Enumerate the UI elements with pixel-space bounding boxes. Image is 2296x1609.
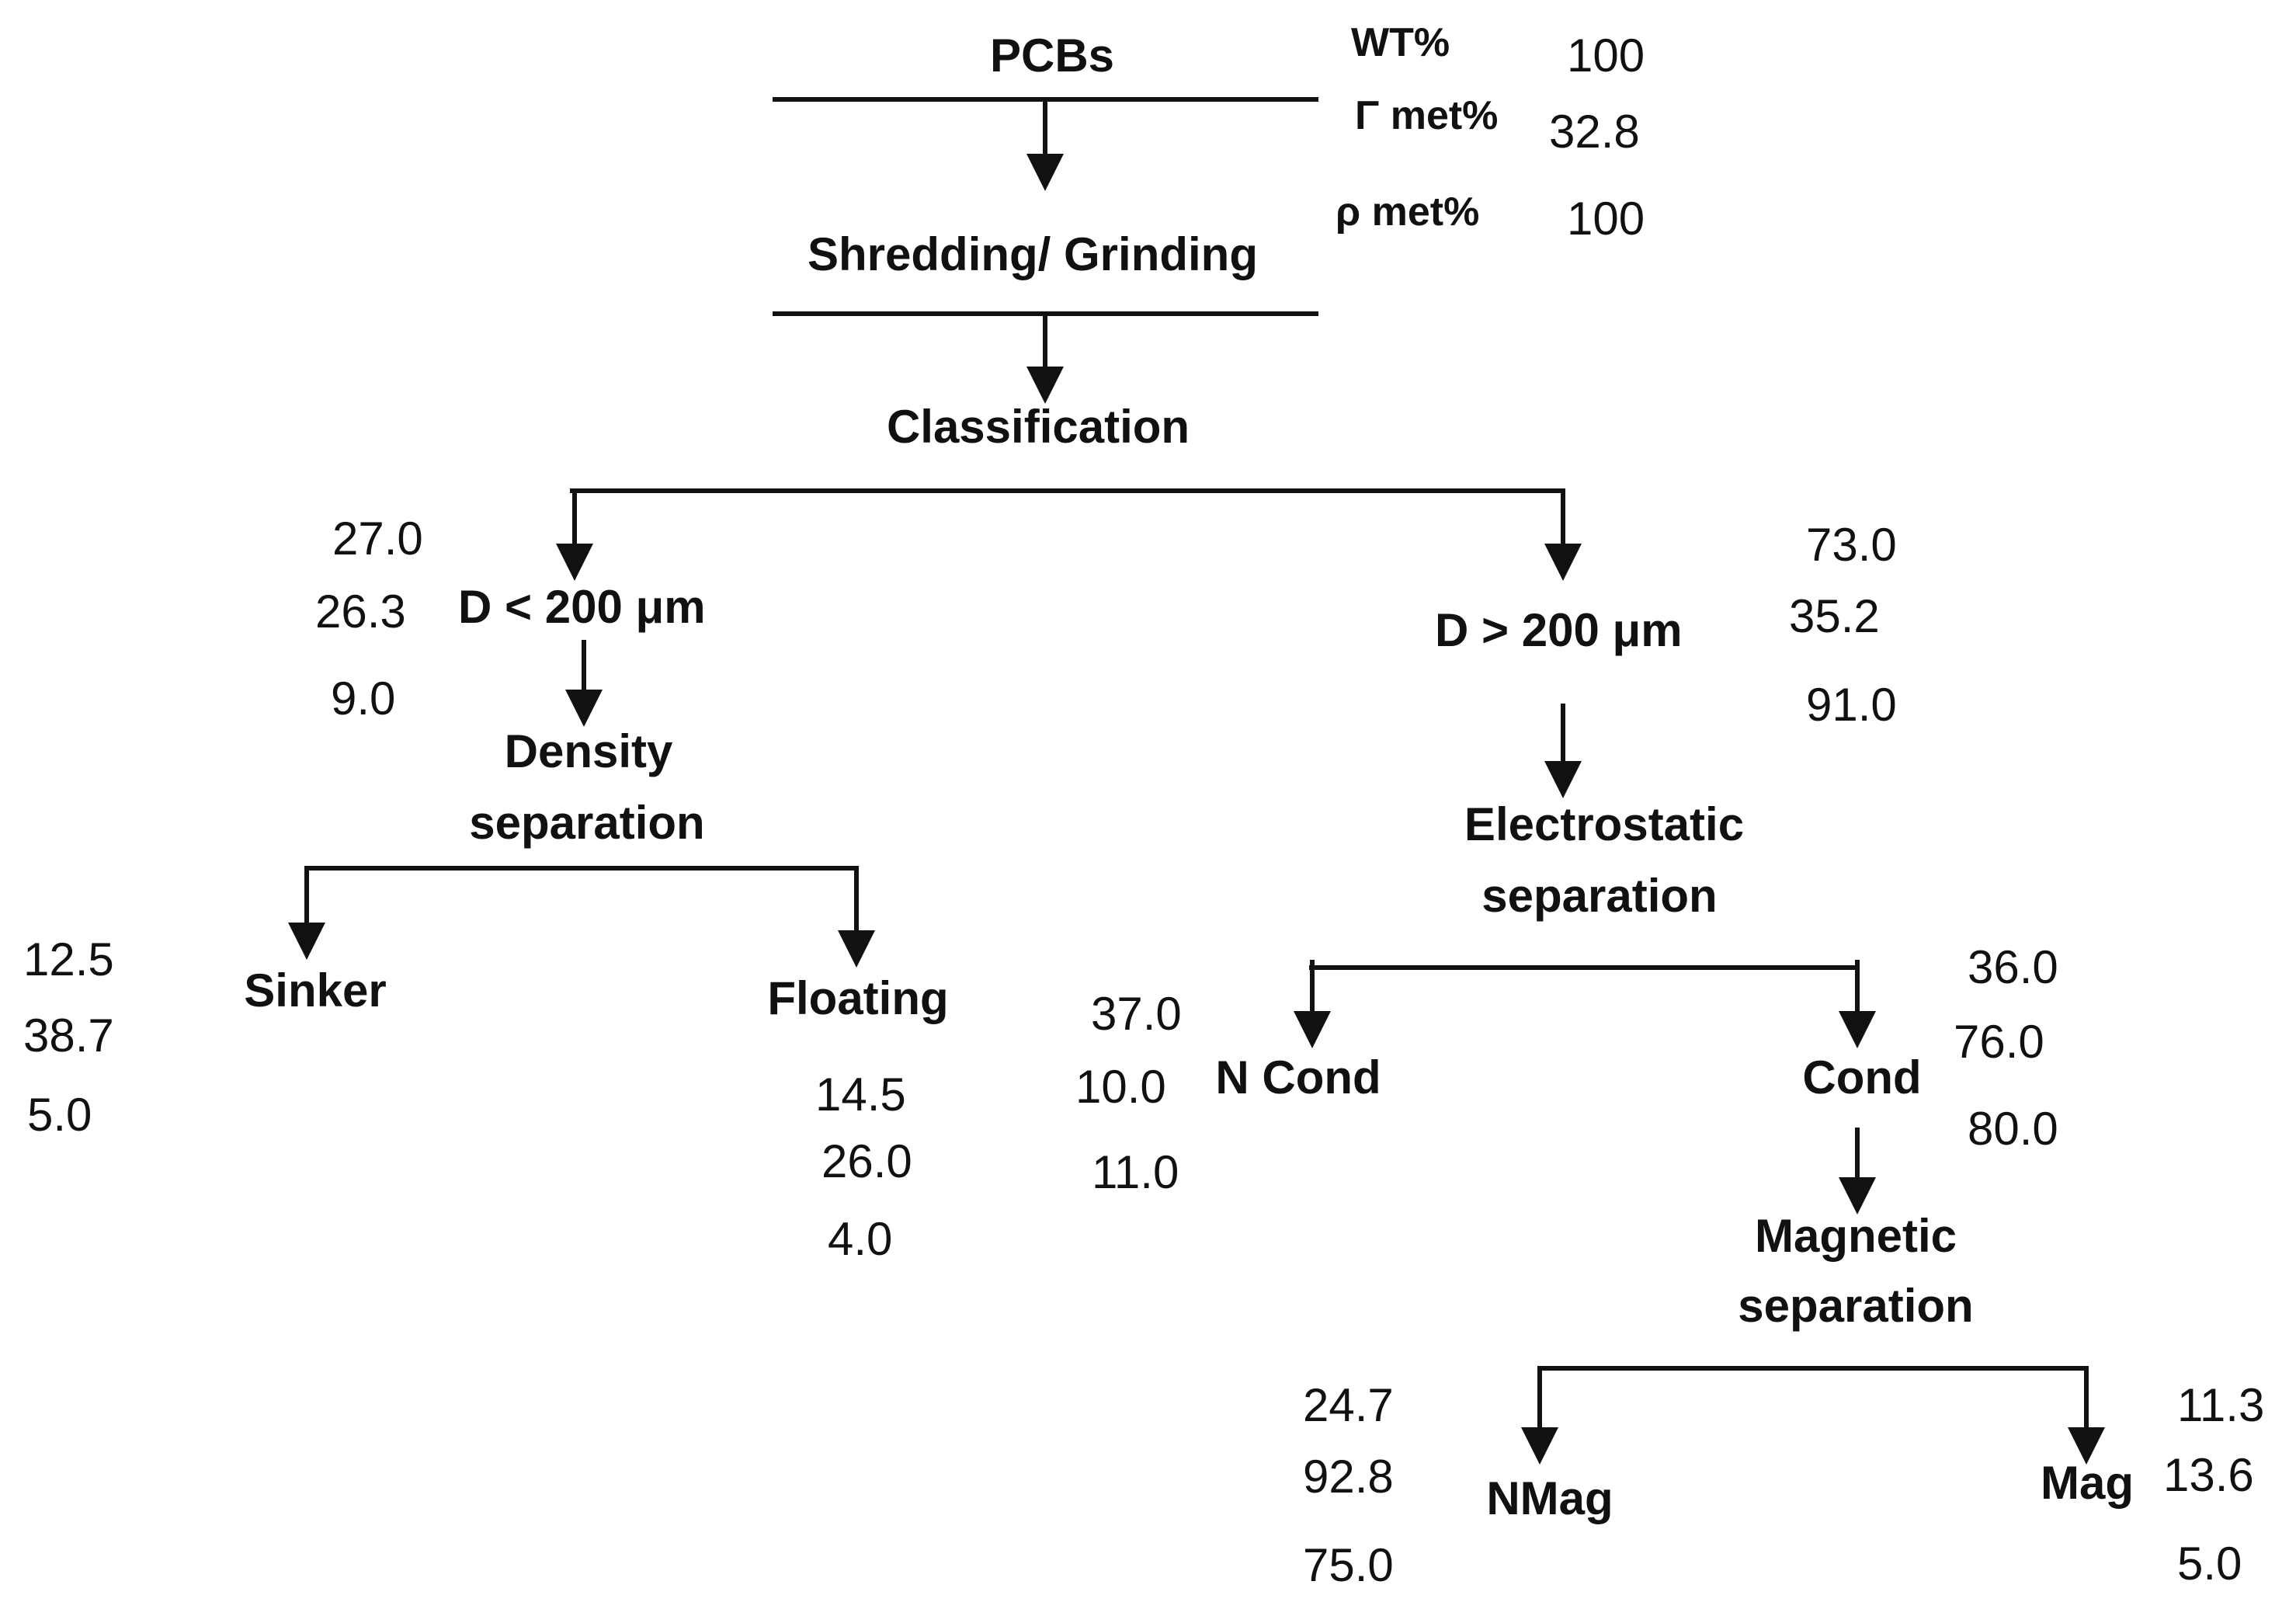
mag-value-wt: 11.3 xyxy=(2177,1379,2264,1431)
ncond-value-rho: 11.0 xyxy=(1092,1146,1179,1198)
rho-met-percent-label: ρ met% xyxy=(1336,189,1479,235)
header-value-wt: 100 xyxy=(1567,30,1645,82)
mag-value-gamma: 13.6 xyxy=(2163,1449,2254,1501)
node-magnetic: Mag xyxy=(2041,1457,2134,1509)
floating-value-wt: 14.5 xyxy=(815,1069,906,1121)
node-shredding-grinding: Shredding/ Grinding xyxy=(808,228,1258,280)
node-classification: Classification xyxy=(887,401,1190,453)
nmag-value-rho: 75.0 xyxy=(1303,1539,1394,1591)
cond-value-gamma: 76.0 xyxy=(1954,1016,2044,1068)
mag-value-rho: 5.0 xyxy=(2177,1538,2242,1590)
node-floating: Floating xyxy=(767,972,948,1024)
node-sinker: Sinker xyxy=(244,964,386,1016)
floating-value-gamma: 26.0 xyxy=(821,1135,912,1187)
node-fine-fraction: D < 200 μm xyxy=(458,581,706,633)
node-pcbs: PCBs xyxy=(990,30,1114,82)
node-electrostatic-separation-line1: Electrostatic xyxy=(1464,798,1744,850)
fine-value-gamma: 26.3 xyxy=(315,586,406,638)
sinker-value-wt: 12.5 xyxy=(23,933,114,985)
gamma-met-percent-label: Γ met% xyxy=(1355,93,1498,138)
node-density-separation-line1: Density xyxy=(505,725,673,777)
ncond-value-gamma: 10.0 xyxy=(1075,1061,1166,1113)
nmag-value-gamma: 92.8 xyxy=(1303,1451,1394,1503)
wt-percent-label: WT% xyxy=(1351,20,1450,65)
node-magnetic-separation-line1: Magnetic xyxy=(1755,1210,1957,1262)
sinker-value-gamma: 38.7 xyxy=(23,1010,114,1062)
coarse-value-wt: 73.0 xyxy=(1806,519,1897,571)
node-density-separation-line2: separation xyxy=(469,797,704,849)
coarse-value-gamma: 35.2 xyxy=(1789,590,1880,642)
fine-value-wt: 27.0 xyxy=(332,513,423,565)
nmag-value-wt: 24.7 xyxy=(1303,1379,1394,1431)
ncond-value-wt: 37.0 xyxy=(1091,988,1182,1040)
header-value-rho: 100 xyxy=(1567,193,1645,245)
cond-value-rho: 80.0 xyxy=(1968,1103,2058,1155)
fine-value-rho: 9.0 xyxy=(331,672,395,725)
node-non-magnetic: NMag xyxy=(1486,1472,1613,1524)
node-non-conductive: N Cond xyxy=(1215,1051,1381,1103)
node-electrostatic-separation-line2: separation xyxy=(1481,870,1717,922)
floating-value-rho: 4.0 xyxy=(828,1213,892,1265)
node-magnetic-separation-line2: separation xyxy=(1738,1280,1973,1332)
node-coarse-fraction: D > 200 μm xyxy=(1435,604,1683,656)
header-value-gamma: 32.8 xyxy=(1549,106,1640,158)
sinker-value-rho: 5.0 xyxy=(27,1089,92,1141)
cond-value-wt: 36.0 xyxy=(1968,941,2058,993)
coarse-value-rho: 91.0 xyxy=(1806,679,1897,731)
node-conductive: Cond xyxy=(1802,1051,1921,1103)
